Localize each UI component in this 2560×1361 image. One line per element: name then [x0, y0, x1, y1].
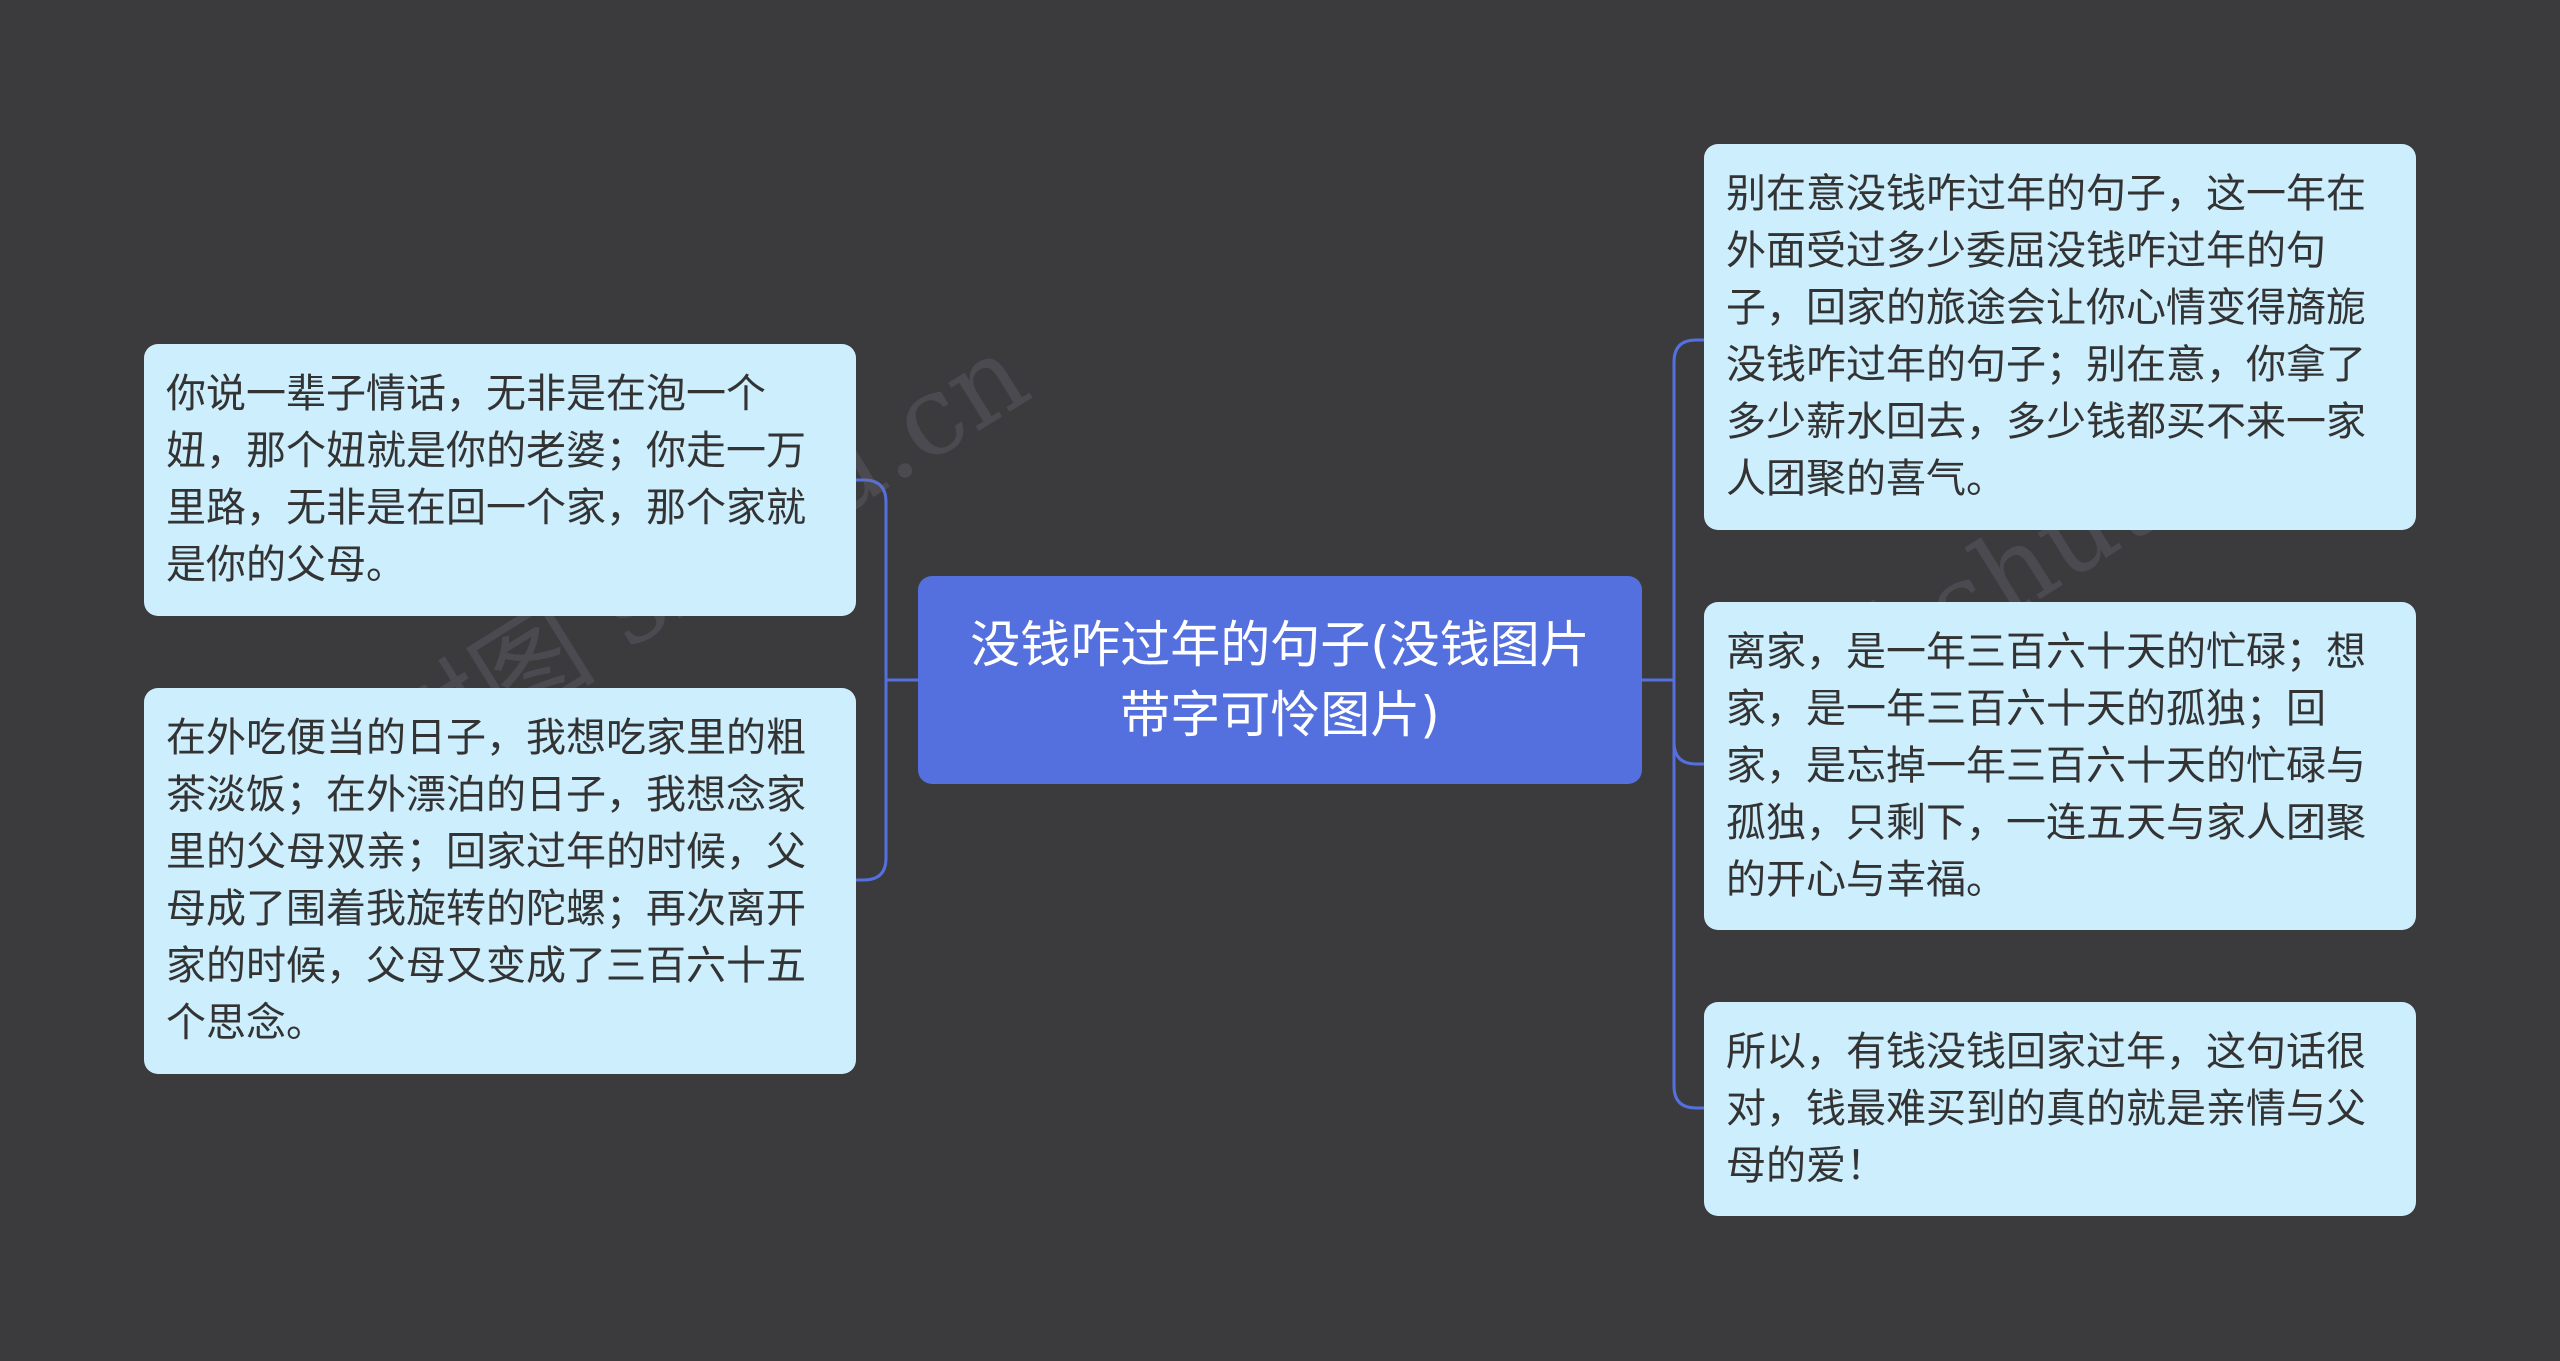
topic-node-text: 离家，是一年三百六十天的忙碌；想家，是一年三百六十天的孤独；回家，是忘掉一年三百…	[1726, 629, 2366, 903]
topic-node-left-1[interactable]: 你说一辈子情话，无非是在泡一个妞，那个妞就是你的老婆；你走一万里路，无非是在回一…	[144, 344, 856, 616]
topic-node-right-1[interactable]: 别在意没钱咋过年的句子，这一年在外面受过多少委屈没钱咋过年的句子，回家的旅途会让…	[1704, 144, 2416, 530]
topic-node-text: 所以，有钱没钱回家过年，这句话很对，钱最难买到的真的就是亲情与父母的爱！	[1726, 1029, 2366, 1189]
topic-node-text: 别在意没钱咋过年的句子，这一年在外面受过多少委屈没钱咋过年的句子，回家的旅途会让…	[1726, 171, 2366, 502]
connector-right-3	[1672, 678, 1706, 1110]
connector-right-2	[1672, 678, 1706, 766]
topic-node-text: 在外吃便当的日子，我想吃家里的粗茶淡饭；在外漂泊的日子，我想念家里的父母双亲；回…	[166, 715, 806, 1046]
connector-right-1	[1672, 338, 1706, 682]
central-topic[interactable]: 没钱咋过年的句子(没钱图片带字可怜图片)	[918, 576, 1642, 784]
topic-node-right-2[interactable]: 离家，是一年三百六十天的忙碌；想家，是一年三百六十天的孤独；回家，是忘掉一年三百…	[1704, 602, 2416, 930]
connector-left-2	[854, 678, 888, 882]
topic-node-text: 你说一辈子情话，无非是在泡一个妞，那个妞就是你的老婆；你走一万里路，无非是在回一…	[166, 371, 806, 588]
central-topic-label: 没钱咋过年的句子(没钱图片带字可怜图片)	[970, 616, 1590, 744]
topic-node-left-2[interactable]: 在外吃便当的日子，我想吃家里的粗茶淡饭；在外漂泊的日子，我想念家里的父母双亲；回…	[144, 688, 856, 1074]
topic-node-right-3[interactable]: 所以，有钱没钱回家过年，这句话很对，钱最难买到的真的就是亲情与父母的爱！	[1704, 1002, 2416, 1216]
connector-left-1	[854, 478, 888, 682]
